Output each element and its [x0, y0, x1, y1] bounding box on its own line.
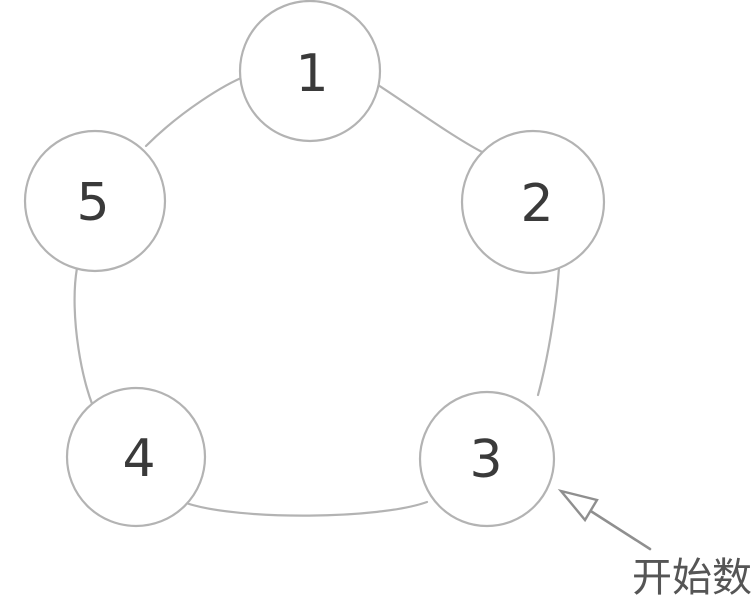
start-pointer-arrow: [557, 488, 652, 551]
edge-4-to-5: [73, 266, 100, 419]
node-1[interactable]: 1: [238, 0, 382, 143]
node-1-circle[interactable]: [238, 0, 382, 143]
node-5[interactable]: 5: [23, 129, 167, 273]
node-2[interactable]: 2: [460, 129, 606, 275]
edge-3-to-4: [184, 500, 429, 517]
arrow-shaft: [584, 506, 652, 551]
node-4[interactable]: 4: [65, 386, 207, 528]
edge-2-to-3: [536, 266, 561, 397]
node-1-label: 1: [295, 44, 328, 104]
node-3-label: 3: [469, 430, 502, 490]
edge-1-to-2: [376, 83, 484, 154]
edge-5-to-1: [144, 74, 248, 148]
start-number-annotation-label: 开始数: [632, 555, 751, 601]
node-5-label: 5: [76, 173, 109, 233]
ring-edges: [73, 74, 561, 517]
node-3[interactable]: 3: [418, 390, 556, 528]
node-2-label: 2: [520, 174, 553, 234]
ring-nodes: 1 2 3 4 5: [23, 0, 606, 528]
arrow-head-icon: [557, 488, 599, 523]
node-4-circle[interactable]: [65, 386, 207, 528]
node-5-circle[interactable]: [23, 129, 167, 273]
node-3-circle[interactable]: [418, 390, 556, 528]
node-4-label: 4: [122, 429, 155, 489]
node-2-circle[interactable]: [460, 129, 606, 275]
